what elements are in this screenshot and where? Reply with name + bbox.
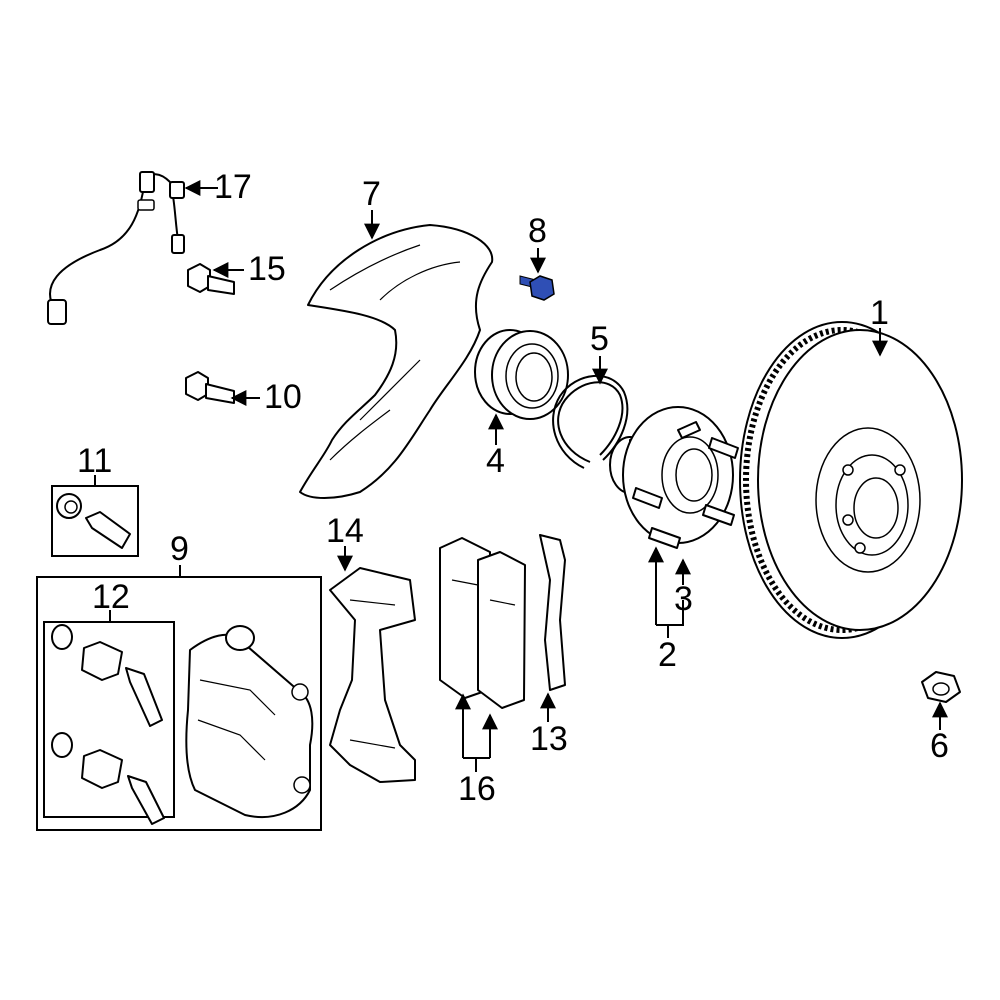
callout-8: 8 xyxy=(528,212,547,250)
leader-lines xyxy=(94,180,948,772)
part-7-dust-shield[interactable] xyxy=(299,224,494,499)
part-10-bolt[interactable] xyxy=(185,371,235,404)
callout-3: 3 xyxy=(674,580,693,618)
callout-6: 6 xyxy=(930,727,949,765)
callout-5: 5 xyxy=(590,320,609,358)
part-4-wheel-bearing[interactable] xyxy=(474,329,569,420)
callout-17: 17 xyxy=(214,168,252,206)
callout-labels: 1 2 3 4 5 6 7 8 9 10 11 12 13 14 15 16 1… xyxy=(77,168,949,808)
part-17-abs-sensor[interactable] xyxy=(47,171,185,325)
part-1-brake-rotor[interactable] xyxy=(739,321,963,639)
callout-12: 12 xyxy=(92,578,130,616)
part-13-anti-rattle-clip[interactable] xyxy=(539,534,566,691)
callout-9: 9 xyxy=(170,530,189,568)
part-11-kit[interactable] xyxy=(51,485,139,557)
part-2-hub[interactable] xyxy=(609,406,734,544)
callout-14: 14 xyxy=(326,512,364,550)
part-12-guide-pin-kit[interactable] xyxy=(43,621,175,825)
callout-16: 16 xyxy=(458,770,496,808)
callout-7: 7 xyxy=(362,175,381,213)
part-16-brake-pads[interactable] xyxy=(439,537,526,709)
part-9-caliper[interactable] xyxy=(185,625,314,818)
callout-15: 15 xyxy=(248,250,286,288)
part-15-bolt[interactable] xyxy=(187,263,235,295)
callout-1: 1 xyxy=(870,294,889,332)
part-8-bolt-highlighted[interactable] xyxy=(519,275,555,301)
callout-10: 10 xyxy=(264,378,302,416)
part-5-snap-ring[interactable] xyxy=(552,375,629,469)
callout-13: 13 xyxy=(530,720,568,758)
callout-2: 2 xyxy=(658,636,677,674)
callout-4: 4 xyxy=(486,442,505,480)
part-6-lug-nut[interactable] xyxy=(921,671,961,703)
part-3-wheel-studs[interactable] xyxy=(632,421,739,549)
callout-11: 11 xyxy=(77,442,112,480)
part-14-caliper-bracket[interactable] xyxy=(329,567,416,783)
